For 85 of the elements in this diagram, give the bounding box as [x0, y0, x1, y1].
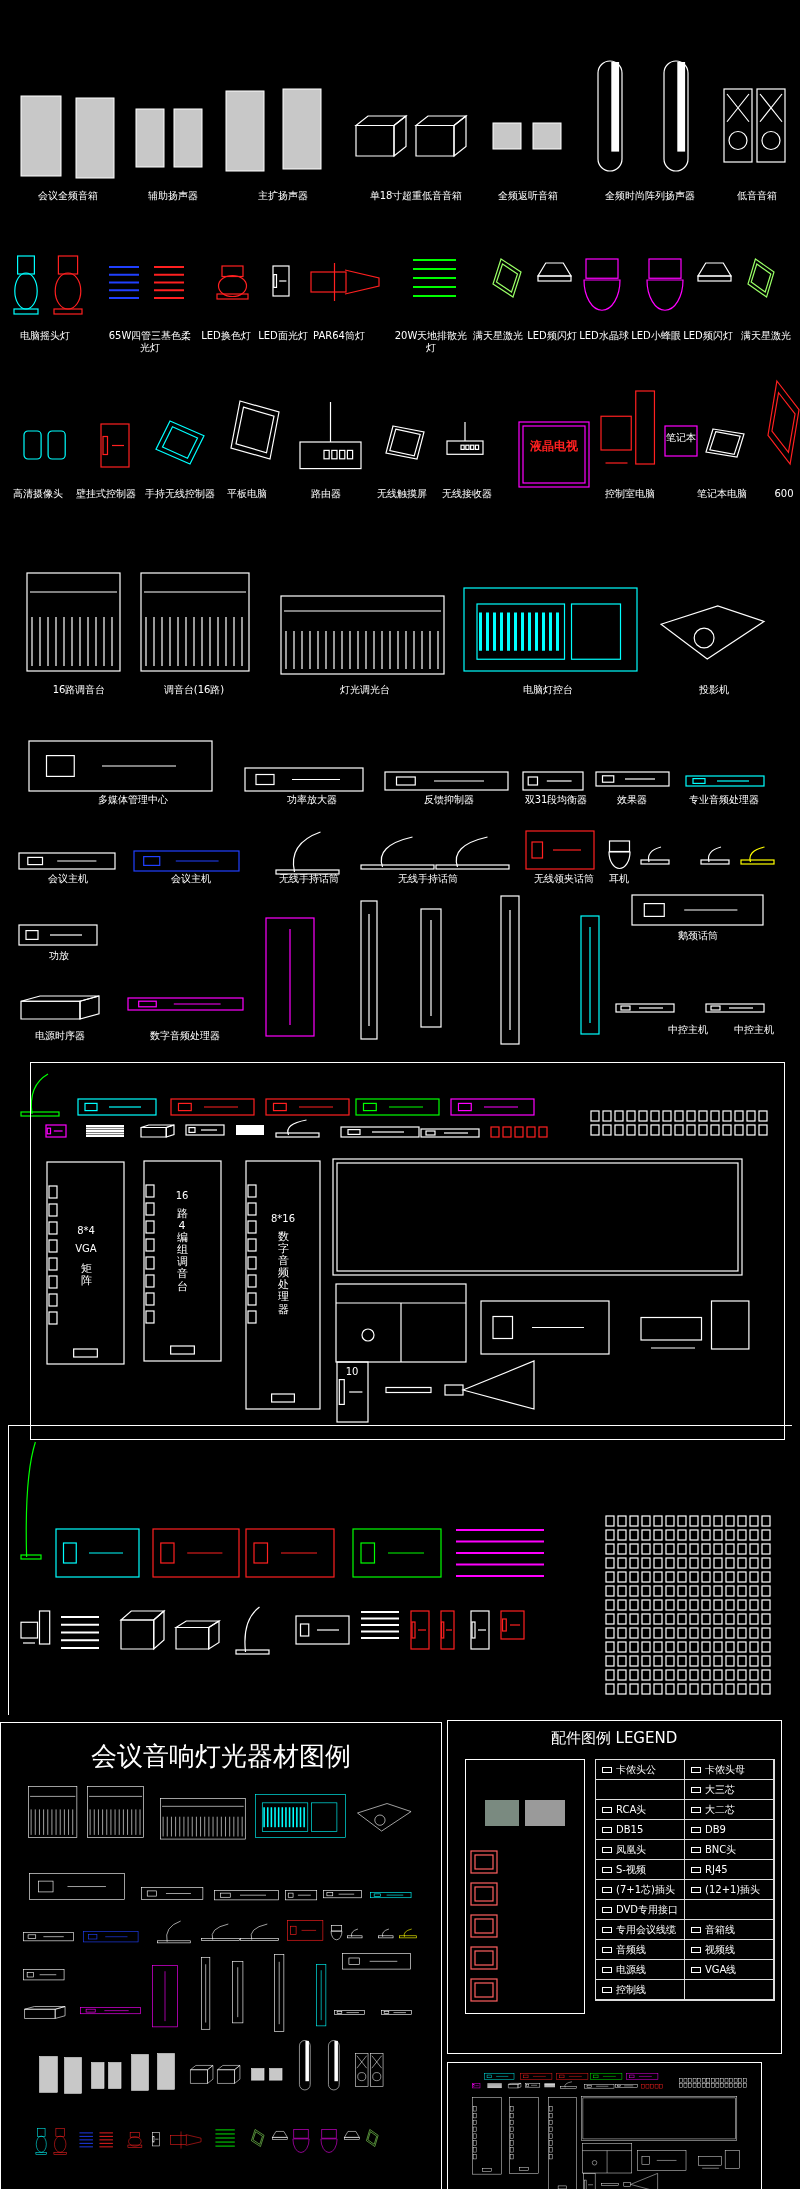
caption-text: 辅助扬声器: [147, 190, 199, 202]
legend-entry-text: (7+1芯)插头: [616, 1882, 675, 1897]
legend-entry-text: 卡侬头母: [705, 1762, 745, 1777]
caption-text: 液晶电视: [529, 440, 579, 454]
page-heading: 会议音响灯光器材图例: [90, 1742, 352, 1772]
legend-entry-text: RJ45: [705, 1864, 728, 1875]
caption-text: 双31段均衡器: [523, 794, 589, 806]
legend-entry-text: (12+1)插头: [705, 1882, 761, 1897]
caption-text: 无线接收器: [441, 488, 493, 500]
caption-text: 专业音频处理器: [688, 794, 760, 806]
caption-text: 8*4: [76, 1225, 96, 1237]
caption-text: 10: [344, 1366, 360, 1378]
legend-entry-text: DB9: [705, 1824, 726, 1835]
legend-entry-text: DB15: [616, 1824, 644, 1835]
caption-text: 中控主机: [667, 1024, 709, 1036]
legend-entry-text: 电源线: [616, 1962, 646, 1977]
caption-text: 笔记本电脑: [696, 488, 748, 500]
caption-text: 中控主机: [733, 1024, 775, 1036]
caption-text: 无线手持话筒: [397, 873, 459, 885]
caption-text: 鹅颈话筒: [677, 930, 719, 942]
caption-text: LED水晶球: [578, 330, 630, 342]
legend-entry-text: DVD专用接口: [616, 1902, 679, 1917]
caption-text: 600: [773, 488, 795, 500]
caption-text: 多媒体管理中心: [97, 794, 169, 806]
legend-entry-text: 视频线: [705, 1942, 735, 1957]
caption-text: 会议主机: [170, 873, 212, 885]
legend-entry-text: 大三芯: [705, 1782, 735, 1797]
caption-text: 全频返听音箱: [497, 190, 559, 202]
caption-text: 会议主机: [47, 873, 89, 885]
caption-text: 16路调音台: [51, 684, 107, 696]
caption-text: 会议全频音箱: [37, 190, 99, 202]
legend-entry-text: VGA线: [705, 1962, 737, 1977]
legend-entry-text: S-视频: [616, 1862, 646, 1877]
legend-entry-text: 音频线: [616, 1942, 646, 1957]
caption-text: 控制室电脑: [604, 488, 656, 500]
caption-text: 灯光调光台: [339, 684, 391, 696]
caption-text: 电源时序器: [34, 1030, 86, 1042]
caption-text: 数字音频处理器: [149, 1030, 221, 1042]
legend-entry-text: 凤凰头: [616, 1842, 646, 1857]
caption-text: 单18寸超重低音音箱: [368, 190, 464, 202]
caption-text: 功率放大器: [286, 794, 338, 806]
caption-text: 手持无线控制器: [144, 488, 216, 500]
caption-text: 矩阵: [80, 1263, 92, 1288]
caption-text: 主扩扬声器: [257, 190, 309, 202]
caption-text: 反馈抑制器: [423, 794, 475, 806]
caption-text: 路由器: [310, 488, 342, 500]
caption-text: LED换色灯: [200, 330, 252, 342]
caption-text: 满天星激光: [740, 330, 792, 342]
caption-text: LED小蜂眼: [630, 330, 682, 342]
caption-text: 无线触摸屏: [376, 488, 428, 500]
caption-text: 满天星激光: [472, 330, 524, 342]
caption-text: 16: [174, 1190, 190, 1202]
caption-text: 65W四管三基色柔光灯: [107, 330, 193, 353]
caption-text: 电脑灯控台: [522, 684, 574, 696]
caption-text: 投影机: [698, 684, 730, 696]
caption-text: 电脑摇头灯: [19, 330, 71, 342]
caption-text: 平板电脑: [226, 488, 268, 500]
caption-text: 无线手持话筒: [278, 873, 340, 885]
caption-text: 调音台(16路): [162, 684, 226, 696]
caption-text: LED频闪灯: [682, 330, 734, 342]
caption-text: LED面光灯: [257, 330, 309, 342]
caption-text: LED频闪灯: [526, 330, 578, 342]
legend-entry-text: 专用会议线缆: [616, 1922, 676, 1937]
caption-text: 数字音频处理器: [277, 1231, 289, 1316]
caption-text: PAR64筒灯: [312, 330, 366, 342]
caption-text: 8*16: [269, 1213, 297, 1225]
caption-text: VGA: [74, 1243, 98, 1255]
legend-entry-text: 控制线: [616, 1982, 646, 1997]
legend-entry-text: BNC头: [705, 1842, 737, 1857]
caption-text: 20W天地排散光灯: [393, 330, 469, 353]
caption-text: 全频时尚阵列扬声器: [604, 190, 696, 202]
legend-entry-text: 音箱线: [705, 1922, 735, 1937]
caption-text: 无线领夹话筒: [533, 873, 595, 885]
caption-text: 笔记本: [665, 432, 697, 444]
caption-text: 壁挂式控制器: [75, 488, 137, 500]
legend-entry-text: RCA头: [616, 1802, 647, 1817]
legend-entry-text: 卡侬头公: [616, 1762, 656, 1777]
caption-text: 耳机: [608, 873, 630, 885]
legend-heading: 配件图例 LEGEND: [549, 1730, 679, 1748]
caption-text: 高清摄像头: [12, 488, 64, 500]
caption-text: 路4编组调音台: [176, 1208, 188, 1293]
legend-entry-text: 大二芯: [705, 1802, 735, 1817]
caption-text: 效果器: [616, 794, 648, 806]
caption-text: 低音音箱: [736, 190, 778, 202]
caption-text: 功放: [48, 950, 70, 962]
